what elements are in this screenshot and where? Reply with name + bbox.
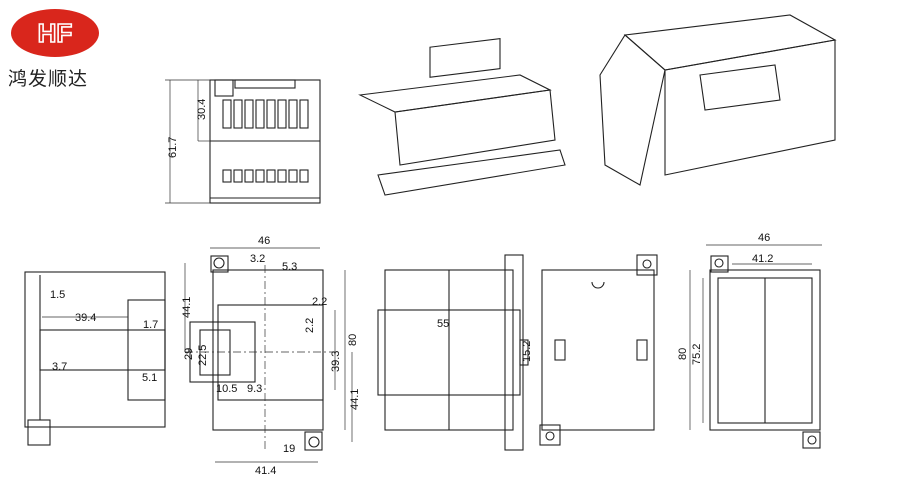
isometric-view-rail-clip (358, 37, 566, 196)
dim-2-2b: 2.2 (304, 318, 316, 333)
dim-80: 80 (347, 334, 359, 346)
dim-5-1: 5.1 (142, 372, 157, 384)
dim-46-right: 46 (758, 232, 770, 244)
terminal-slot (244, 99, 254, 129)
dim-2-2a: 2.2 (312, 296, 327, 308)
terminal-slot (255, 99, 265, 129)
dim-upper: 30.4 (196, 99, 208, 120)
right-inner-view: 46 41.2 80 75.2 (677, 232, 822, 449)
terminal-slot (222, 169, 232, 183)
isometric-view-module (599, 14, 837, 186)
dim-1-7: 1.7 (143, 319, 158, 331)
brand-logo: HF (11, 9, 99, 57)
dim-15-2: 15.2 (521, 341, 533, 362)
dim-height: 61.7 (167, 137, 179, 158)
terminal-slot (288, 99, 298, 129)
dim-44-1-bottom: 44.1 (349, 389, 361, 410)
terminal-slot (255, 169, 265, 183)
dim-29: 29 (183, 348, 195, 360)
terminal-slot (288, 169, 298, 183)
terminal-slot (299, 169, 309, 183)
dim-3-2: 3.2 (250, 253, 265, 265)
dim-41-2: 41.2 (752, 253, 773, 265)
terminal-slot (233, 99, 243, 129)
dim-5-3: 5.3 (282, 261, 297, 273)
dim-9-3: 9.3 (247, 383, 262, 395)
terminal-slot (299, 99, 309, 129)
dim-39-4: 39.4 (75, 312, 96, 324)
dim-22-5: 22.5 (197, 345, 209, 366)
dim-44-1-top: 44.1 (181, 297, 193, 318)
front-view: 46 3.2 5.3 2.2 2.2 44.1 29 22.5 39.3 80 … (181, 235, 361, 477)
terminal-slot (277, 169, 287, 183)
side-section-view: 1.5 39.4 1.7 3.7 5.1 (24, 271, 166, 446)
brand-name: 鸿发顺达 (8, 68, 89, 90)
rail-side-view: 55 15.2 (377, 254, 533, 451)
dim-80-right: 80 (677, 348, 689, 360)
svg-text:HF: HF (38, 18, 73, 48)
dim-75-2: 75.2 (691, 344, 703, 365)
dim-19: 19 (283, 443, 295, 455)
terminal-slot (222, 99, 232, 129)
dim-46: 46 (258, 235, 270, 247)
terminal-slot (266, 169, 276, 183)
terminal-slot (277, 99, 287, 129)
dim-39-3: 39.3 (330, 351, 342, 372)
terminal-slot (233, 169, 243, 183)
dim-41-4: 41.4 (255, 465, 276, 477)
terminal-slot (244, 169, 254, 183)
side-top-view: 61.7 30.4 (165, 79, 321, 204)
dim-3-7: 3.7 (52, 361, 67, 373)
terminal-slot (266, 99, 276, 129)
dim-55: 55 (437, 318, 449, 330)
dim-10-5: 10.5 (216, 383, 237, 395)
back-view (539, 254, 658, 446)
dim-1-5: 1.5 (50, 289, 65, 301)
